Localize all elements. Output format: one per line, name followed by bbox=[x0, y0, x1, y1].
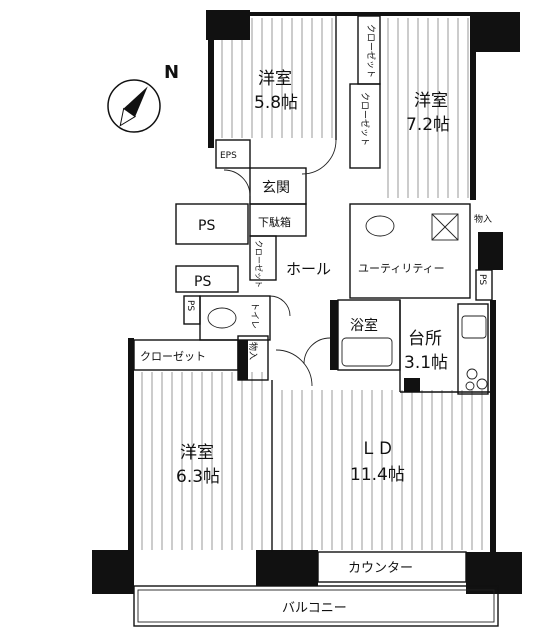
bedroom-b-size: 7.2帖 bbox=[406, 115, 450, 135]
hall-label: ホール bbox=[286, 260, 331, 278]
ld-name: ＬＤ bbox=[360, 439, 394, 459]
closet-vertical-label-a: クローゼット bbox=[365, 24, 377, 78]
counter-label: カウンター bbox=[348, 561, 413, 576]
ld-size: 11.4帖 bbox=[350, 465, 405, 485]
bedroom-a-size: 5.8帖 bbox=[254, 93, 298, 113]
room-labels: 洋室 5.8帖 洋室 7.2帖 洋室 6.3帖 ＬＤ 11.4帖 台所 3.1帖 bbox=[176, 69, 450, 487]
closet-vertical-label-b: クローゼット bbox=[359, 92, 371, 146]
bedroom-c-size: 6.3帖 bbox=[176, 467, 220, 487]
getabako-label: 下駄箱 bbox=[258, 215, 291, 229]
closet-horizontal-label: クローゼット bbox=[140, 350, 206, 363]
toilet-label: トイレ bbox=[249, 302, 259, 329]
ps-label-b: PS bbox=[194, 274, 211, 290]
bedroom-b-name: 洋室 bbox=[414, 91, 448, 111]
monoire-label-b: 物入 bbox=[247, 342, 259, 360]
utility-label: ユーティリティー bbox=[358, 262, 445, 275]
kitchen-size: 3.1帖 bbox=[404, 353, 448, 373]
monoire-label-a: 物入 bbox=[474, 213, 492, 225]
bedroom-c-name: 洋室 bbox=[180, 443, 214, 463]
compass-icon: N bbox=[107, 62, 179, 133]
flooring-pattern bbox=[141, 18, 483, 550]
ps-label-c: PS bbox=[185, 300, 195, 311]
area-labels: クローゼット クローゼット 玄関 下駄箱 ホール ユーティリティー 浴室 トイレ… bbox=[140, 24, 492, 616]
partitions bbox=[133, 15, 499, 627]
walls bbox=[92, 10, 522, 594]
bath-label: 浴室 bbox=[350, 317, 378, 334]
ps-label-a: PS bbox=[198, 218, 215, 234]
ps-label-d: PS bbox=[477, 274, 487, 285]
compass-north-label: N bbox=[164, 62, 179, 83]
eps-label: EPS bbox=[220, 151, 237, 161]
bedroom-a-name: 洋室 bbox=[258, 69, 292, 89]
kitchen-name: 台所 bbox=[408, 329, 442, 349]
small-closet-label: クローゼット bbox=[254, 240, 264, 288]
balcony-label: バルコニー bbox=[282, 601, 347, 616]
genkan-label: 玄関 bbox=[262, 179, 290, 196]
